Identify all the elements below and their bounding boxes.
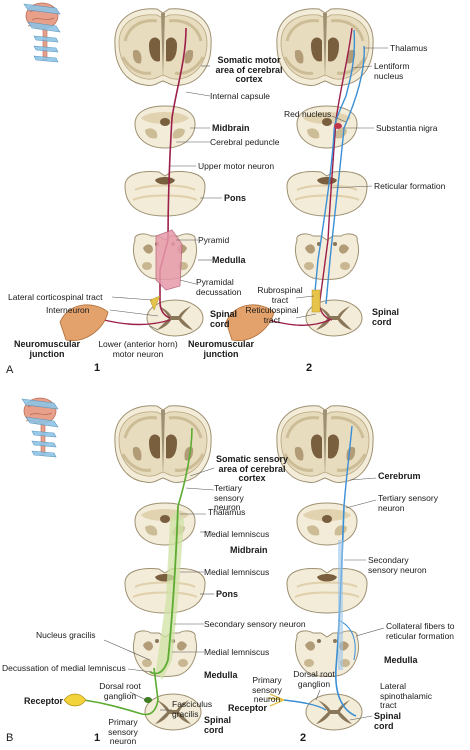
panel-b-number-1: 1 — [94, 732, 101, 744]
label-b-medial-lemniscus-top: Medial lemniscus — [204, 529, 270, 539]
b1-dorsal-root-ganglion-mark — [144, 697, 152, 703]
a2-red-motor-path — [318, 27, 353, 321]
label-a-medulla: Medulla — [212, 255, 246, 265]
label-b-lateral-spinothalamic: Lateral spinothalamic tract — [380, 681, 432, 710]
label-a-internal-capsule: Internal capsule — [210, 91, 271, 101]
label-b-primary-1: Primary sensory neuron — [108, 717, 138, 746]
label-b-medial-lemniscus-mid: Medial lemniscus — [204, 567, 270, 577]
panel-b-number-2: 2 — [300, 732, 307, 744]
label-b-dorsal-root-1: Dorsal root ganglion — [99, 681, 141, 701]
b2-tract-band — [338, 540, 343, 670]
b1-lemniscus-band — [156, 510, 184, 680]
b1-receptor — [63, 693, 87, 707]
label-b-tertiary-2: Tertiary sensory neuron — [378, 493, 438, 513]
a1-tract-wedge — [149, 295, 161, 311]
label-b-somatic-sensory: Somatic sensory area of cerebral cortex — [215, 454, 289, 483]
label-b-thalamus: Thalamus — [208, 507, 246, 517]
label-b-secondary-1: Secondary sensory neuron — [204, 619, 306, 629]
label-b-midbrain: Midbrain — [230, 545, 268, 555]
label-a-pyramid: Pyramid — [198, 235, 230, 245]
label-a-spinal-cord-1: Spinal cord — [210, 309, 238, 329]
a-leader-lines — [109, 47, 388, 331]
label-b-medulla: Medulla — [204, 670, 238, 680]
a1-lower-motor-neuron — [103, 319, 171, 326]
a1-cortex — [113, 7, 213, 88]
b1-midbrain — [134, 502, 196, 546]
label-b-nucleus-gracilis: Nucleus gracilis — [36, 630, 96, 640]
label-b-fasciculus-gracilis: Fasciculus gracilis — [172, 699, 213, 719]
b1-pons — [124, 567, 206, 614]
b1-secondary-neuron — [149, 505, 179, 675]
label-b-tertiary-1: Tertiary sensory neuron — [214, 483, 244, 512]
b2-receptor — [267, 693, 285, 707]
label-b-medial-lemniscus-low: Medial lemniscus — [204, 647, 270, 657]
a1-muscle — [59, 304, 109, 342]
label-b-pons: Pons — [216, 589, 239, 599]
orientation-icon-b — [21, 397, 59, 458]
label-a-upper-motor-neuron: Upper motor neuron — [198, 161, 275, 171]
b2-midbrain — [296, 502, 358, 546]
label-b-medulla-2: Medulla — [384, 655, 418, 665]
label-a-reticular-formation: Reticular formation — [374, 181, 446, 191]
panel-a-number-2: 2 — [306, 362, 313, 374]
a1-pons — [124, 170, 206, 217]
label-a-lateral-corticospinal: Lateral corticospinal tract — [8, 292, 103, 302]
a2-blue-path-2 — [325, 45, 365, 305]
label-a-pyramidal-decussation: Pyramidal decussation — [196, 277, 242, 297]
b2-primary-neuron — [283, 699, 327, 711]
label-a-red-nucleus: Red nucleus — [284, 109, 332, 119]
label-a-thalamus: Thalamus — [390, 43, 428, 53]
label-b-receptor-2: Receptor — [228, 703, 268, 713]
b-leader-lines — [103, 467, 385, 721]
label-b-cerebrum: Cerebrum — [378, 471, 421, 481]
label-a-midbrain: Midbrain — [212, 123, 250, 133]
panel-a-number-1: 1 — [94, 362, 101, 374]
b1-primary-neuron — [83, 667, 159, 716]
label-a-reticulospinal: Reticulospinal tract — [245, 305, 299, 325]
b2-spinal-cord — [305, 693, 363, 731]
a2-red-nucleus-mark — [334, 123, 342, 129]
a1-upper-motor-neuron-path — [159, 27, 187, 319]
b1-tertiary-neuron — [177, 427, 193, 507]
label-a-lower-motor-neuron: Lower (anterior horn) motor neuron — [98, 339, 178, 359]
label-b-spinal-cord-1: Spinal cord — [204, 715, 232, 735]
label-b-spinal-cord-2: Spinal cord — [374, 711, 402, 731]
label-b-dorsal-root-2: Dorsal root ganglion — [293, 669, 335, 689]
a2-medulla — [295, 233, 359, 280]
label-a-pons: Pons — [224, 193, 247, 203]
label-a-rubrospinal: Rubrospinal tract — [257, 285, 303, 305]
label-a-substantia-nigra: Substantia nigra — [376, 123, 438, 133]
label-b-secondary-2: Secondary sensory neuron — [368, 555, 427, 575]
label-a-neuromuscular-2: Neuromuscular junction — [187, 339, 255, 359]
a2-lower-motor-neuron — [267, 319, 331, 326]
label-b-decussation-medial: Decussation of medial lemniscus — [2, 663, 126, 673]
a2-cortex — [275, 7, 375, 88]
panel-b-letter: B — [6, 732, 14, 744]
label-a-neuromuscular-1: Neuromuscular junction — [13, 339, 81, 359]
label-a-somatic-motor: Somatic motor area of cerebral cortex — [215, 55, 283, 84]
label-a-spinal-cord-2: Spinal cord — [372, 307, 400, 327]
label-a-interneuron: Interneuron — [46, 305, 90, 315]
label-a-cerebral-peduncle: Cerebral peduncle — [210, 137, 280, 147]
label-b-receptor-1: Receptor — [24, 696, 64, 706]
a2-muscle — [225, 304, 275, 342]
b1-cortex — [113, 404, 213, 485]
a1-pyramid — [155, 229, 183, 291]
panel-a-letter: A — [6, 364, 14, 376]
b2-tertiary-neuron — [343, 425, 353, 507]
label-b-primary-2: Primary sensory neuron — [252, 675, 282, 704]
label-a-lentiform: Lentiform nucleus — [374, 61, 410, 81]
orientation-icon-a — [23, 2, 61, 63]
b2-pons — [286, 567, 368, 614]
label-b-collateral: Collateral fibers to reticular formation — [386, 621, 455, 641]
a2-tract-mark — [311, 289, 321, 313]
